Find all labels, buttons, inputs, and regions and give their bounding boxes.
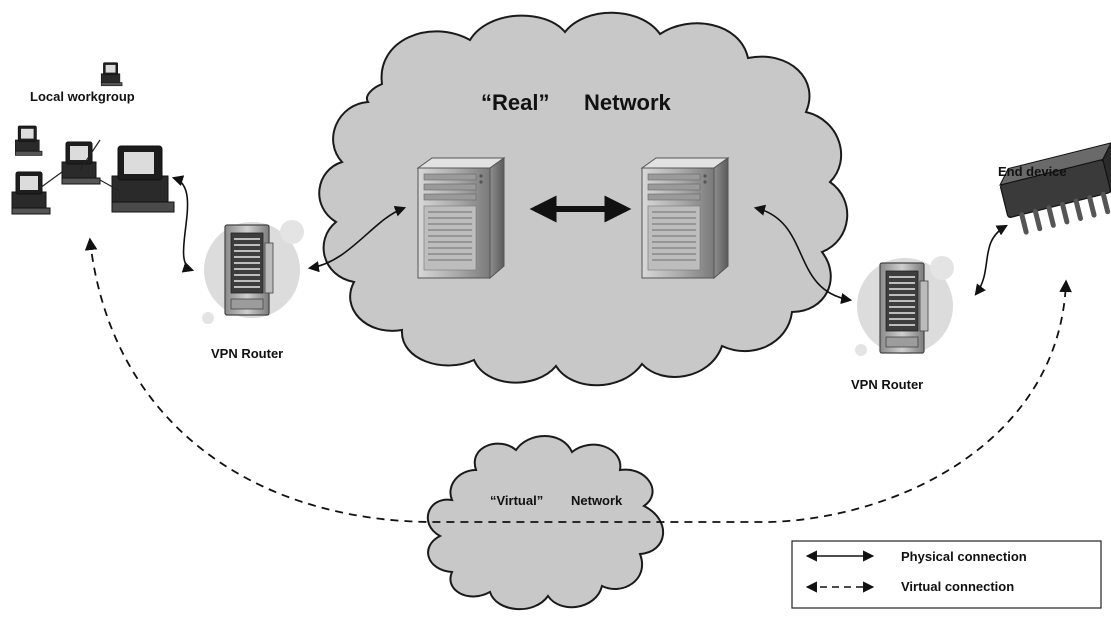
- physical-link-router-device: [974, 224, 1008, 296]
- vpn-router-right: [855, 256, 954, 356]
- local-workgroup-label: Local workgroup: [30, 89, 135, 104]
- real-network-label-part1: “Real”: [481, 90, 549, 115]
- real-network-label-part2: Network: [584, 90, 672, 115]
- virtual-network-label-part1: “Virtual”: [490, 493, 543, 508]
- vpn-router-right-label: VPN Router: [851, 377, 923, 392]
- legend: Physical connection Virtual connection: [791, 540, 1102, 609]
- physical-link-workgroup-router: [171, 175, 195, 273]
- real-network-cloud: [318, 11, 849, 387]
- server-right-icon: [641, 157, 729, 279]
- router-right-icon: [879, 262, 929, 354]
- router-left-icon: [224, 224, 274, 316]
- virtual-network-label-part2: Network: [571, 493, 623, 508]
- end-device-chip-icon: [999, 141, 1111, 235]
- legend-physical-label: Physical connection: [901, 549, 1027, 564]
- server-left-icon: [417, 157, 505, 279]
- vpn-router-left-label: VPN Router: [211, 346, 283, 361]
- vpn-router-left: [202, 220, 304, 324]
- physical-link-router-left-server: [307, 205, 407, 273]
- end-device-label: End device: [998, 164, 1067, 179]
- legend-virtual-label: Virtual connection: [901, 579, 1014, 594]
- virtual-connection-line: [84, 237, 1072, 523]
- workgroup-computers-icon: [11, 62, 175, 215]
- physical-link-server-router-right: [753, 204, 853, 305]
